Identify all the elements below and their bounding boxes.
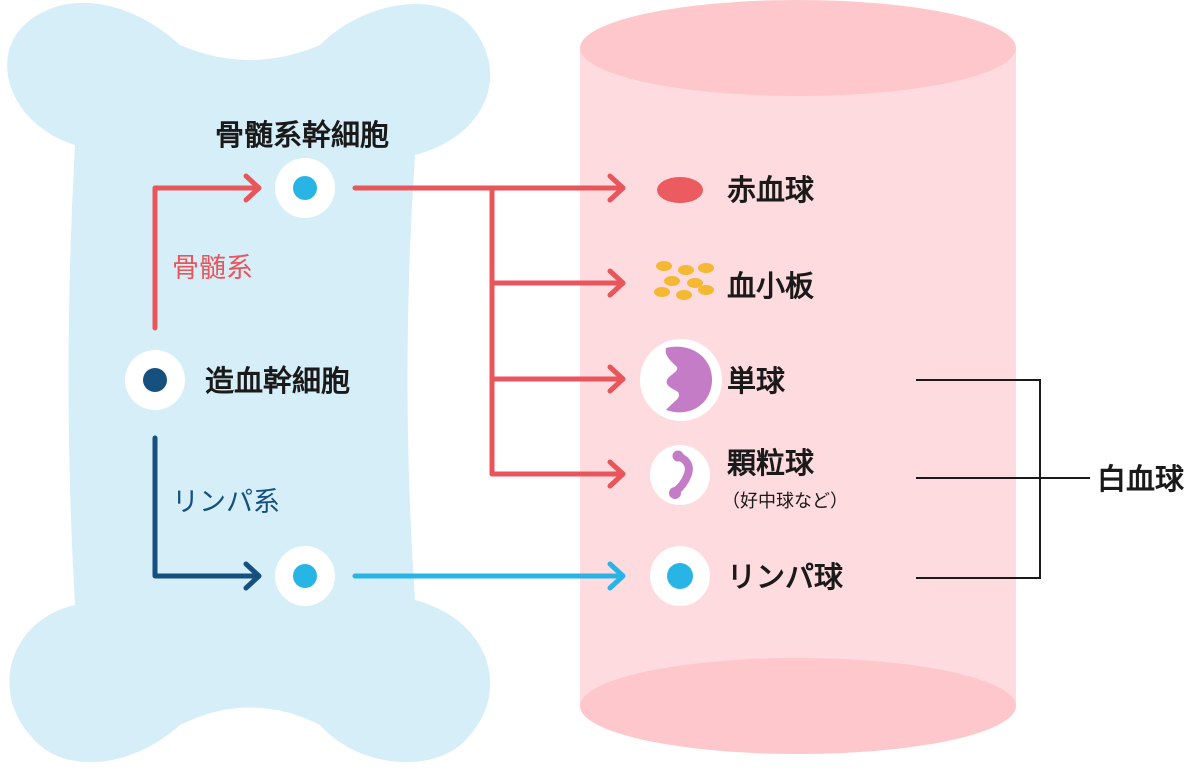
lymphoid-lineage-arrowhead bbox=[243, 561, 262, 591]
lymphoid-arrows bbox=[152, 435, 626, 591]
platelet-icon bbox=[654, 261, 714, 300]
myeloid-lineage-arrowhead bbox=[243, 173, 262, 203]
monocyte-label: 単球 bbox=[727, 364, 786, 398]
bone-body bbox=[7, 2, 491, 763]
arrow-to-monocyte-head bbox=[607, 364, 626, 394]
wbc-label: 白血球 bbox=[1097, 462, 1185, 496]
granulocyte-icon bbox=[650, 445, 710, 505]
rbc-icon bbox=[657, 177, 703, 203]
myeloid-lineage-label: 骨髄系 bbox=[172, 253, 253, 284]
granulocyte-label: 顆粒球 bbox=[727, 446, 815, 480]
hematopoietic-stem-cell-label: 造血幹細胞 bbox=[205, 364, 350, 398]
lymphocyte-label: リンパ球 bbox=[727, 560, 844, 594]
myeloid-stem-cell-label: 骨髄系幹細胞 bbox=[215, 118, 389, 152]
myeloid-arrows bbox=[152, 173, 626, 489]
bone-marrow-shape bbox=[7, 2, 491, 763]
myeloid-stem-cell-icon bbox=[275, 158, 335, 218]
vessel-bottom-cap bbox=[580, 658, 1016, 754]
rbc-label: 赤血球 bbox=[727, 173, 815, 207]
lymphoid-lineage-label: リンパ系 bbox=[172, 487, 280, 518]
platelet-label: 血小板 bbox=[727, 269, 815, 303]
granulocyte-note: （好中球など） bbox=[722, 491, 848, 512]
monocyte-icon bbox=[640, 339, 722, 421]
myeloid-lineage-arrow bbox=[152, 185, 261, 331]
wbc-bracket bbox=[916, 379, 1090, 579]
vessel-top-cap bbox=[580, 0, 1016, 96]
arrow-to-rbc-head bbox=[607, 173, 626, 203]
hematopoietic-stem-cell-icon bbox=[125, 350, 185, 410]
arrow-to-platelet-head bbox=[607, 268, 626, 298]
lymphocyte-icon bbox=[650, 546, 710, 606]
lymphoid-lineage-arrow bbox=[152, 435, 261, 579]
arrow-to-lymphocyte-head bbox=[607, 561, 626, 591]
arrow-to-granulocyte-head bbox=[607, 459, 626, 489]
lymphoid-stem-cell-icon bbox=[275, 546, 335, 606]
